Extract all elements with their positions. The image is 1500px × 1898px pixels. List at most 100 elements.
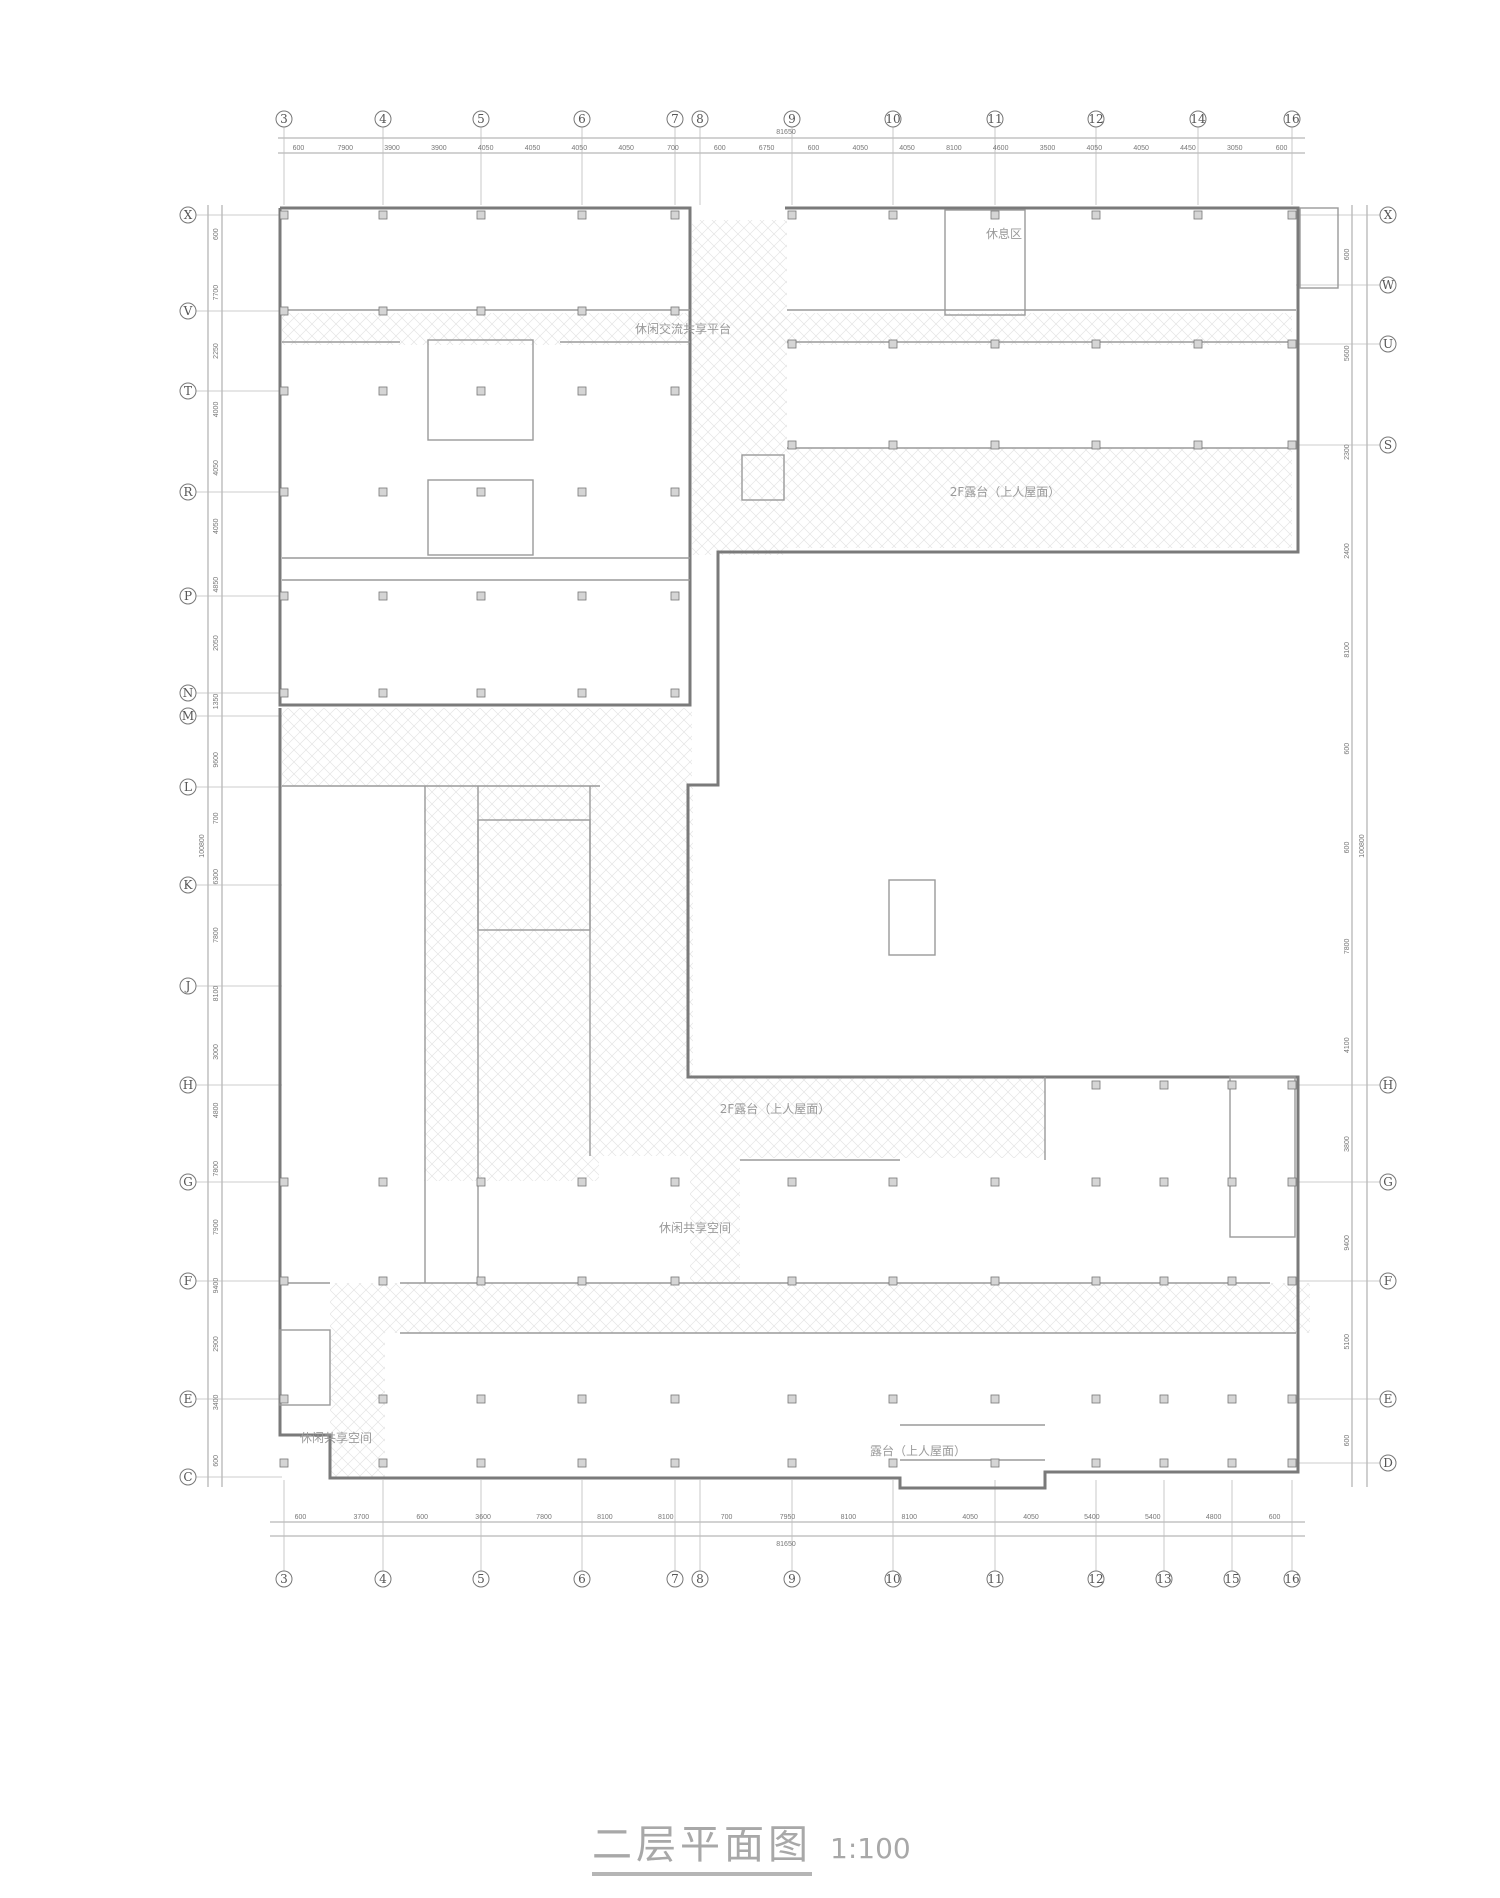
svg-text:600: 600 [1344,248,1351,260]
axis-bubble-left-G: G [179,1173,197,1191]
svg-text:7: 7 [671,112,679,126]
axis-bubble-left-P: P [179,587,197,605]
svg-text:7800: 7800 [1344,938,1351,954]
svg-text:4050: 4050 [213,460,220,476]
svg-text:N: N [183,686,194,700]
axis-bubble-bottom-6: 6 [573,1570,591,1588]
axis-bubble-top-12: 12 [1087,110,1105,128]
svg-text:600: 600 [808,145,820,152]
svg-text:7900: 7900 [213,1219,220,1235]
axis-bubble-bottom-3: 3 [275,1570,293,1588]
interior-partitions [279,209,1296,1461]
svg-text:3500: 3500 [1040,145,1056,152]
svg-text:9400: 9400 [213,1278,220,1294]
svg-text:4050: 4050 [618,145,634,152]
svg-text:4600: 4600 [993,145,1009,152]
svg-text:4000: 4000 [213,402,220,418]
axis-bubble-top-4: 4 [374,110,392,128]
svg-text:4800: 4800 [1206,1514,1222,1521]
svg-text:7700: 7700 [213,285,220,301]
svg-text:3000: 3000 [213,1044,220,1060]
svg-text:81650: 81650 [776,1541,796,1548]
svg-text:2300: 2300 [1344,444,1351,460]
svg-text:600: 600 [714,145,726,152]
svg-text:3900: 3900 [431,145,447,152]
svg-text:4050: 4050 [852,145,868,152]
room-label: 2F露台（上人屋面） [720,1101,831,1116]
svg-text:6: 6 [578,112,586,126]
svg-text:2250: 2250 [213,343,220,359]
axis-bubble-top-5: 5 [472,110,490,128]
svg-text:4: 4 [379,112,387,126]
svg-text:V: V [183,304,193,318]
svg-text:4050: 4050 [899,145,915,152]
room-labels: 休闲交流共享平台休息区2F露台（上人屋面）2F露台（上人屋面）休闲共享空间休闲共… [300,226,1060,1458]
svg-text:5600: 5600 [1344,345,1351,361]
svg-text:4050: 4050 [962,1514,978,1521]
drawing-title-block: 二层平面图 1:100 [592,1812,911,1876]
axis-bubble-top-9: 9 [783,110,801,128]
dimension-lines [207,137,1368,1537]
axis-bubble-bottom-10: 10 [884,1570,902,1588]
svg-text:8: 8 [696,112,704,126]
svg-text:600: 600 [1344,1435,1351,1447]
svg-text:4050: 4050 [525,145,541,152]
axis-bubble-left-L: L [179,778,197,796]
svg-text:600: 600 [213,1455,220,1467]
axis-bubble-right-U: U [1379,335,1397,353]
svg-text:4050: 4050 [213,518,220,534]
axis-bubble-left-E: E [179,1390,197,1408]
svg-text:8100: 8100 [658,1514,674,1521]
svg-text:9: 9 [788,1572,796,1586]
svg-text:4050: 4050 [478,145,494,152]
room-label: 休闲共享空间 [300,1430,372,1445]
svg-text:14: 14 [1190,112,1206,126]
exterior-walls [278,206,1339,1490]
svg-text:K: K [184,878,194,892]
svg-text:M: M [182,709,194,723]
svg-text:9600: 9600 [213,752,220,768]
hatched-areas [282,220,1310,1478]
svg-text:3600: 3600 [475,1514,491,1521]
svg-text:16: 16 [1284,112,1299,126]
svg-text:U: U [1383,337,1393,351]
svg-text:3: 3 [280,1572,288,1586]
svg-text:600: 600 [1276,145,1288,152]
axis-bubble-bottom-5: 5 [472,1570,490,1588]
svg-text:4050: 4050 [1133,145,1149,152]
axis-bubble-bottom-12: 12 [1087,1570,1105,1588]
axis-bubble-top-10: 10 [884,110,902,128]
svg-text:E: E [1384,1392,1393,1406]
structural-columns [279,210,1297,1468]
svg-text:3700: 3700 [354,1514,370,1521]
svg-text:8100: 8100 [901,1514,917,1521]
svg-text:G: G [183,1175,193,1189]
svg-text:J: J [184,979,191,993]
svg-text:2900: 2900 [213,1336,220,1352]
grid-lines [196,127,1380,1571]
svg-text:4450: 4450 [1180,145,1196,152]
drawing-scale: 1:100 [830,1832,911,1865]
svg-text:600: 600 [293,145,305,152]
svg-text:700: 700 [721,1514,733,1521]
axis-bubble-top-16: 16 [1283,110,1301,128]
axis-bubble-top-8: 8 [691,110,709,128]
svg-text:8100: 8100 [946,145,962,152]
svg-text:4050: 4050 [1023,1514,1039,1521]
room-label: 休闲共享空间 [659,1220,731,1235]
room-label: 2F露台（上人屋面） [950,484,1061,499]
svg-text:X: X [184,208,193,222]
drawing-title: 二层平面图 [592,1812,812,1876]
axis-bubble-bottom-11: 11 [986,1570,1004,1588]
svg-text:7800: 7800 [536,1514,552,1521]
svg-text:H: H [183,1078,193,1092]
svg-text:13: 13 [1156,1572,1171,1586]
svg-text:600: 600 [295,1514,307,1521]
svg-text:S: S [1384,438,1392,452]
axis-bubble-left-J: J [179,977,197,995]
svg-text:16: 16 [1284,1572,1299,1586]
svg-text:81650: 81650 [776,129,796,136]
axis-bubble-left-M: M [179,707,197,725]
svg-text:3400: 3400 [213,1394,220,1410]
